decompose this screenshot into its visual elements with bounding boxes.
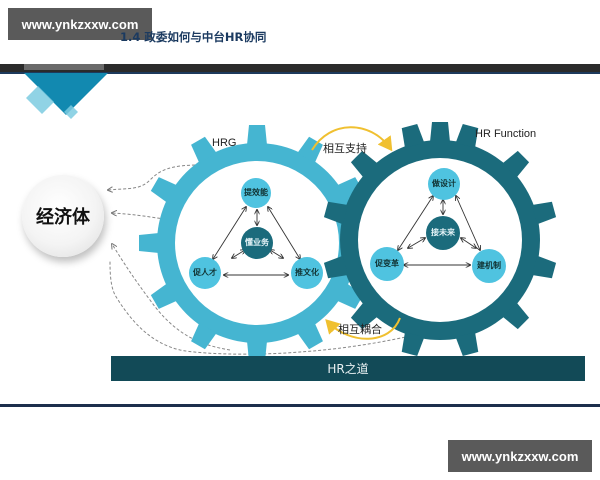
node-culture [291, 257, 323, 289]
couple-arrow [325, 317, 401, 340]
hr-function-arrows [398, 196, 480, 265]
node-label-efficiency: 提效能 [244, 188, 268, 197]
node-label-future: 接未来 [431, 228, 455, 237]
node-label-mechanism: 建机制 [477, 261, 501, 270]
dashed-connectors [108, 164, 411, 355]
support-label: 相互支持 [323, 142, 367, 155]
support-arrow [311, 126, 393, 152]
page-title: 1.4 政委如何与中台HR协同 [120, 30, 267, 44]
hr-function-nodes [370, 168, 506, 283]
node-talent [189, 257, 221, 289]
watermark-top: www.ynkzxxw.com [8, 8, 152, 40]
node-design [428, 168, 460, 200]
top-bar-line [0, 72, 600, 74]
node-label-talent: 促人才 [193, 268, 217, 277]
node-mechanism [472, 249, 506, 283]
node-label-culture: 推文化 [295, 268, 319, 277]
couple-label: 相互耦合 [338, 323, 382, 336]
node-label-change: 促变革 [375, 259, 399, 268]
node-business [241, 227, 273, 259]
node-change [370, 247, 404, 281]
node-efficiency [241, 178, 271, 208]
hr-function-label: HR Function [475, 128, 537, 140]
top-bar [0, 64, 600, 73]
economy-circle: 经济体 [22, 175, 104, 257]
hrg-label: HRG [212, 137, 237, 149]
node-label-business: 懂业务 [245, 238, 269, 247]
hrg-nodes [189, 178, 323, 289]
hr-way-banner: HR之道 [111, 356, 585, 381]
watermark-bottom: www.ynkzxxw.com [448, 440, 592, 472]
node-label-design: 做设计 [432, 179, 456, 188]
mutual-arrows [311, 126, 401, 340]
node-future [426, 216, 460, 250]
hrg-arrows [213, 207, 300, 275]
corner-decoration [24, 73, 108, 119]
bottom-line [0, 404, 600, 407]
top-bar-accent [24, 64, 104, 70]
